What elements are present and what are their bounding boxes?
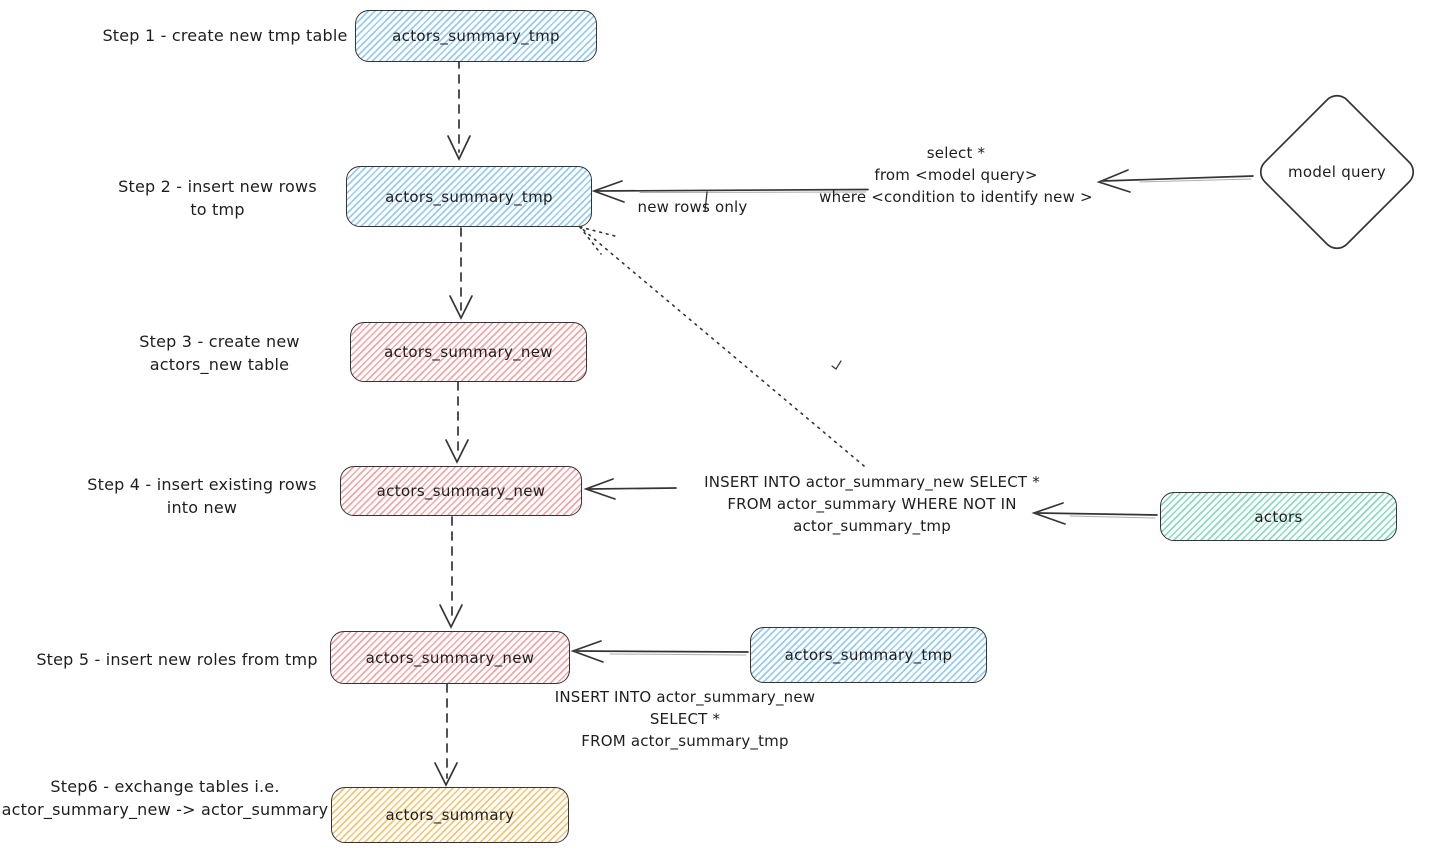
node-source-actors-summary-tmp: actors_summary_tmp <box>750 627 987 683</box>
select-query-line2: from <model query> <box>874 166 1038 184</box>
select-query-line3: where <condition to identify new > <box>819 188 1093 206</box>
step3-label: Step 3 - create new actors_new table <box>112 330 327 376</box>
arrow-step1-to-step2 <box>447 59 471 161</box>
arrow-tmp-to-step5 <box>570 640 749 663</box>
step3-label-line2: actors_new table <box>149 355 290 374</box>
arrow-query-to-step2 <box>591 180 869 203</box>
step1-label: Step 1 - create new tmp table <box>95 24 355 47</box>
insert-new-line3: FROM actor_summary_tmp <box>581 732 789 750</box>
insert-existing-line1: INSERT INTO actor_summary_new SELECT * <box>704 473 1040 491</box>
node-step6-actors-summary: actors_summary <box>331 787 569 843</box>
model-query-label: model query <box>1287 163 1387 181</box>
insert-existing-line3: actor_summary_tmp <box>793 517 951 535</box>
annotation-new-rows-only: new rows only <box>637 198 748 216</box>
node-step1-actors-summary-tmp: actors_summary_tmp <box>355 10 597 62</box>
step4-label-line1: Step 4 - insert existing rows <box>87 475 317 494</box>
arrow-step2-to-step3 <box>449 227 473 320</box>
annotation-insert-existing: INSERT INTO actor_summary_new SELECT * F… <box>672 471 1072 537</box>
dotted-reference-line <box>579 226 865 467</box>
annotation-select-query: select * from <model query> where <condi… <box>800 142 1112 208</box>
arrow-step4-to-step5 <box>439 516 463 629</box>
insert-new-line2: SELECT * <box>649 710 721 728</box>
step6-label: Step6 - exchange tables i.e. actor_summa… <box>0 775 330 821</box>
node-step4-actors-summary-new: actors_summary_new <box>340 466 582 516</box>
arrow-insert-to-step4 <box>583 478 677 500</box>
arrow-modelquery-to-text <box>1096 169 1254 193</box>
node-step3-actors-summary-new: actors_summary_new <box>350 322 587 382</box>
insert-new-line1: INSERT INTO actor_summary_new <box>554 688 816 706</box>
step4-label: Step 4 - insert existing rows into new <box>78 473 326 519</box>
select-query-line1: select * <box>926 144 986 162</box>
node-actors: actors <box>1160 492 1397 541</box>
step5-label: Step 5 - insert new roles from tmp <box>28 648 326 671</box>
step3-label-line1: Step 3 - create new <box>139 332 300 351</box>
step2-label-line1: Step 2 - insert new rows <box>118 177 317 196</box>
step2-label-line2: to tmp <box>190 200 245 219</box>
stray-mark <box>831 360 842 370</box>
arrow-step3-to-step4 <box>445 381 469 464</box>
step5-label-line1: Step 5 - insert new roles from tmp <box>36 650 318 669</box>
step4-label-line2: into new <box>166 498 238 517</box>
step1-label-line1: Step 1 - create new tmp table <box>102 26 348 45</box>
node-step2-actors-summary-tmp: actors_summary_tmp <box>346 166 592 227</box>
model-query-diamond-shape <box>1259 94 1415 250</box>
step6-label-line1: Step6 - exchange tables i.e. <box>50 777 280 796</box>
annotation-insert-new: INSERT INTO actor_summary_new SELECT * F… <box>535 686 835 752</box>
step6-label-line2: actor_summary_new -> actor_summary <box>1 800 329 819</box>
label-tick <box>704 191 708 212</box>
insert-existing-line2: FROM actor_summary WHERE NOT IN <box>727 495 1017 513</box>
arrow-actors-to-insert <box>1031 502 1158 525</box>
step2-label: Step 2 - insert new rows to tmp <box>110 175 325 221</box>
node-step5-actors-summary-new: actors_summary_new <box>330 631 570 684</box>
arrow-step5-to-step6 <box>434 683 458 787</box>
